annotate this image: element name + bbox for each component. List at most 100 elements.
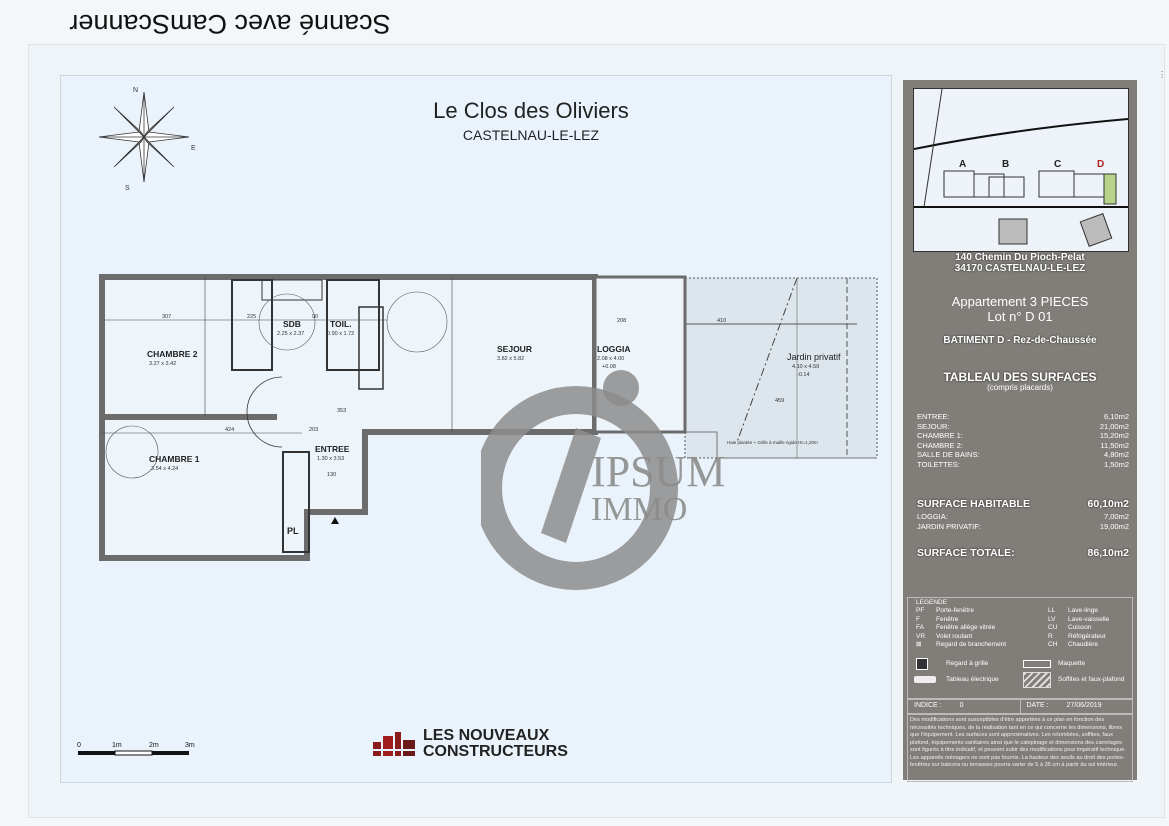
building-logo-icon — [371, 732, 417, 756]
room-toilettes: TOIL. — [330, 319, 352, 329]
text: SEJOUR: — [917, 421, 950, 431]
logo-line1: LES NOUVEAUX — [423, 727, 550, 744]
regard-grille-icon — [916, 658, 928, 670]
text: LV — [1048, 615, 1056, 623]
text: Fenêtre allège vitrée — [936, 624, 996, 631]
legend-tableau: Tableau électrique — [946, 676, 999, 683]
text: SURFACE HABITABLE — [917, 498, 1030, 510]
scale-bar: 0 1m 2m 3m — [75, 736, 205, 765]
text: CH — [1048, 641, 1058, 648]
project-title: Le Clos des Oliviers — [433, 98, 629, 123]
surface-totale: SURFACE TOTALE: 86,10m2 — [917, 547, 1129, 559]
date-value: 27/06/2019 — [1066, 702, 1102, 709]
surfaces-title: TABLEAU DES SURFACES — [943, 370, 1097, 384]
text: ENTREE: — [917, 412, 950, 421]
room-jardin: Jardin privatif — [787, 352, 841, 362]
text: 19,00m2 — [1099, 521, 1129, 531]
legend-grid: PF Porte-fenêtre LL Lave-linge F Fenêtre LV La… — [916, 607, 1138, 650]
surface-row: CHAMBRE 2: 11,50m2 — [917, 441, 1129, 451]
cote: 410 — [717, 318, 726, 324]
level-jardin: -0.14 — [797, 372, 810, 378]
text: CHAMBRE 2: — [917, 440, 963, 450]
cote: 225 — [247, 314, 256, 320]
site-label-d: D — [1097, 159, 1104, 170]
dims-chambre2: 3.27 x 3.42 — [149, 361, 176, 367]
text: 86,10m2 — [1087, 547, 1129, 559]
watermark-line1: IPSUM — [591, 447, 726, 496]
text: Lave-linge — [1068, 607, 1098, 614]
annexes-table: LOGGIA:7,00m2 JARDIN PRIVATIF:19,00m2 — [917, 512, 1129, 531]
text: SURFACE TOTALE: — [917, 547, 1015, 559]
text: PF — [916, 607, 925, 614]
site-plan: A B C D — [913, 88, 1129, 252]
revision-info: INDICE :0 DATE :27/06/2019 — [907, 699, 1133, 714]
text: CU — [1048, 624, 1058, 631]
text: Chaudière — [1068, 641, 1098, 648]
apartment-label: Appartement 3 PIECES — [951, 294, 1089, 309]
text: 1,50m2 — [1103, 459, 1129, 469]
room-sdb: SDB — [283, 319, 301, 329]
text: Fenêtre — [936, 615, 959, 623]
text: FA — [916, 624, 924, 631]
text: SALLE DE BAINS: — [917, 450, 980, 459]
site-label-a: A — [959, 159, 966, 170]
indice-value: 0 — [959, 702, 964, 709]
cote: 90 — [312, 314, 318, 320]
surfaces-table: ENTREE:6,10m2 SEJOUR:21,00m2 CHAMBRE 1:1… — [917, 412, 1129, 469]
text: LOGGIA: — [917, 512, 948, 521]
room-chambre1: CHAMBRE 1 — [149, 454, 200, 464]
surface-habitable: SURFACE HABITABLE 60,10m2 — [917, 498, 1129, 510]
room-loggia: LOGGIA — [597, 344, 631, 354]
legend-regard-grille: Regard à grille — [946, 660, 989, 667]
dims-loggia: 2.08 x 4.00 — [597, 356, 624, 362]
address: 140 Chemin Du Pioch-Pelat 34170 CASTELNA… — [903, 252, 1137, 274]
text: Cuisson — [1068, 624, 1092, 631]
surface-row: ENTREE: 6,10m2 — [917, 412, 1129, 422]
dims-chambre1: 3.54 x 4.24 — [151, 466, 178, 472]
legend: LEGENDE PF Porte-fenêtre LL Lave-linge F Fen… — [907, 597, 1133, 699]
cote: 307 — [162, 314, 171, 320]
building-level: BATIMENT D - Rez-de-Chaussée — [943, 335, 1097, 346]
logo-line2: CONSTRUCTEURS — [423, 743, 568, 760]
disclaimer: Des modifications sont susceptibles d'êt… — [907, 714, 1133, 782]
text: 11,50m2 — [1100, 440, 1129, 450]
cote: 203 — [309, 427, 318, 433]
annex-row: JARDIN PRIVATIF:19,00m2 — [917, 522, 1129, 532]
cote: 424 — [225, 427, 234, 433]
text: Réfrigérateur — [1068, 632, 1106, 640]
date-label: DATE : — [1026, 702, 1049, 709]
text: Porte-fenêtre — [936, 607, 974, 614]
dims-sdb: 2.25 x 2.37 — [277, 331, 304, 337]
level-loggia: +0.08 — [602, 364, 616, 370]
scale-3m: 3m — [185, 742, 195, 749]
text: 4,80m2 — [1103, 450, 1129, 459]
soffites-hatch-icon — [1023, 672, 1051, 688]
les-nouveaux-constructeurs-logo: LES NOUVEAUX CONSTRUCTEURS — [371, 728, 568, 760]
room-placard: PL — [287, 526, 299, 536]
dims-entree: 1.30 x 3.53 — [317, 456, 344, 462]
legend-maquette: Maquette — [1058, 660, 1086, 667]
text: CHAMBRE 1: — [917, 431, 963, 440]
compass-rose: N S E — [89, 82, 199, 197]
address-line2: 34170 CASTELNAU-LE-LEZ — [954, 263, 1086, 274]
annex-row: LOGGIA:7,00m2 — [917, 512, 1129, 522]
scanner-watermark: Scanné avec CamScanner — [69, 9, 391, 39]
text: Lave-vaisselle — [1068, 615, 1110, 623]
compass-s: S — [125, 185, 130, 192]
legend-title: LEGENDE — [916, 599, 948, 606]
text: ⊠ — [916, 641, 922, 648]
surface-row: CHAMBRE 1:15,20m2 — [917, 431, 1129, 441]
entrance-arrow-icon — [331, 517, 339, 524]
compass-e: E — [191, 145, 196, 152]
surface-row: SEJOUR:21,00m2 — [917, 422, 1129, 432]
text: 60,10m2 — [1087, 498, 1129, 510]
text: LL — [1048, 607, 1056, 614]
text: F — [916, 615, 920, 623]
room-chambre2: CHAMBRE 2 — [147, 349, 198, 359]
text: 6,10m2 — [1103, 412, 1129, 421]
dims-jardin: 4.10 x 4.59 — [792, 364, 819, 370]
dims-sejour: 3.82 x 5.82 — [497, 356, 524, 362]
site-label-c: C — [1054, 159, 1061, 170]
hedge-note: Haie plantée + Grille à maille rigide Ht… — [727, 440, 818, 445]
surface-row: TOILETTES:1,50m2 — [917, 460, 1129, 470]
